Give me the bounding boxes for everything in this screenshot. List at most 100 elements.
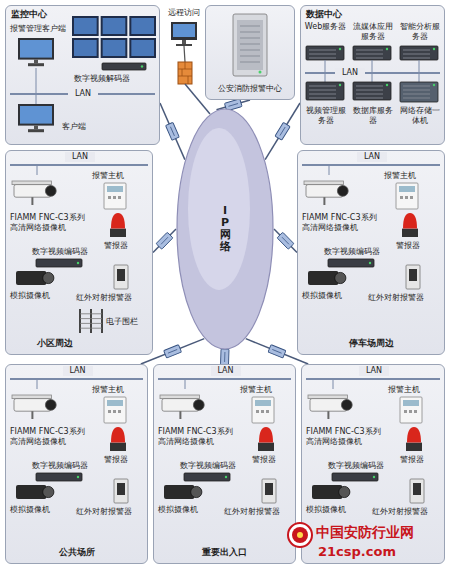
network-switch	[220, 349, 229, 365]
node-text: LAN	[63, 366, 93, 376]
node-text: 公共场所	[6, 547, 147, 558]
node-text: 数据库服务器	[349, 106, 396, 126]
server-slot	[309, 86, 336, 87]
ir-detector	[114, 479, 128, 503]
alarm-center-server	[233, 14, 267, 76]
server-slot	[240, 44, 260, 45]
network-link	[160, 103, 185, 160]
lan-drop	[325, 73, 326, 82]
switch-body	[164, 345, 182, 358]
area-panel: LAN报警主机FIAMM FNC-C3系列 高清网络摄像机数字视频编码器警报器模…	[5, 150, 153, 355]
video-encoder	[184, 473, 230, 481]
server-unit	[353, 46, 391, 60]
video-wall-image	[74, 40, 97, 56]
node-text: 红外对射报警器	[224, 507, 294, 517]
server-slot	[356, 86, 383, 87]
network-link	[265, 103, 300, 160]
alarm-key	[108, 196, 111, 199]
server-slot	[356, 90, 383, 91]
fence-wire	[80, 318, 102, 319]
ir-window	[413, 483, 421, 495]
video-encoder	[332, 473, 378, 481]
video-encoder	[36, 473, 82, 481]
video-wall-image	[74, 18, 97, 34]
alarm-display	[403, 400, 419, 406]
video-wall-screen	[129, 16, 156, 36]
node-text: 数据中心	[306, 9, 366, 20]
node-text: LAN	[68, 89, 98, 99]
status-led	[77, 476, 79, 478]
alarm-key	[409, 410, 412, 413]
camera-lens	[337, 186, 348, 197]
server-slot	[240, 62, 260, 63]
lan-bus	[306, 378, 440, 380]
server-slot	[403, 90, 430, 91]
camera-mount	[327, 411, 329, 419]
switch-port-row	[228, 104, 238, 107]
server-slot	[403, 98, 430, 99]
ir-window	[117, 483, 125, 495]
fence-wire	[80, 323, 102, 324]
node-text: 模拟摄像机	[10, 505, 72, 515]
switch-body	[166, 122, 180, 140]
node-text: 报警主机	[388, 385, 438, 395]
video-wall-screen	[101, 16, 128, 36]
node-text: 报警管理客户端	[10, 24, 72, 34]
status-led	[433, 48, 435, 50]
alarm-key	[261, 410, 264, 413]
video-wall-screen	[101, 38, 128, 58]
server-slot	[403, 86, 430, 87]
camera-shade	[12, 181, 52, 185]
node-text: 公安消防报警中心	[206, 84, 294, 94]
camera-lens	[193, 400, 204, 411]
server-slot	[309, 98, 336, 99]
lan-bus	[158, 378, 291, 380]
node-text: 数字视频编码器	[324, 247, 394, 257]
fence-post	[79, 309, 81, 333]
alarm-display	[107, 400, 123, 406]
node-text: 监控中心	[11, 9, 71, 20]
alarm-key	[256, 410, 259, 413]
pc-stand	[34, 126, 38, 130]
alarm-key	[266, 410, 269, 413]
area-panel: 监控中心报警管理客户端数字视频解码器LAN客户端	[5, 5, 160, 145]
status-led	[373, 476, 375, 478]
alarm-host	[400, 397, 422, 423]
switch-body	[275, 122, 290, 140]
status-led	[369, 262, 371, 264]
analog-camera-body	[16, 271, 46, 285]
alarm-key	[404, 410, 407, 413]
alarm-key	[400, 196, 403, 199]
server-slot	[309, 50, 336, 51]
siren-base	[110, 443, 126, 451]
node-text: FIAMM FNC-C3系列 高清网络摄像机	[302, 213, 384, 233]
alarm-display	[399, 186, 415, 192]
ir-detector	[410, 479, 424, 503]
status-led	[339, 84, 341, 86]
network-link	[274, 229, 297, 253]
server-slot	[240, 26, 260, 27]
lan-drop	[372, 60, 373, 73]
pc-screen	[20, 40, 52, 58]
node-text: 停车场周边	[298, 338, 444, 349]
alarm-key	[118, 196, 121, 199]
analog-camera-lens	[43, 272, 54, 283]
server-unit	[306, 46, 344, 60]
switch-port-row	[224, 352, 225, 362]
lan-bus	[302, 164, 440, 166]
node-text: 报警主机	[384, 171, 434, 181]
server-unit	[353, 82, 391, 100]
node-text: LAN	[65, 152, 95, 162]
server-slot	[403, 54, 430, 55]
server-slot	[309, 54, 336, 55]
analog-camera-body	[312, 485, 342, 499]
pc-base	[28, 63, 44, 66]
status-led	[339, 48, 341, 50]
emblem-star	[297, 532, 303, 538]
status-led	[386, 84, 388, 86]
video-wall-screen	[129, 38, 156, 58]
siren-dome	[259, 427, 273, 443]
area-panel: 数据中心Web服务器流媒体应用服务器智能分析服务器LAN视频管理服务器数据库服务…	[300, 5, 445, 145]
switch-port-row	[280, 127, 285, 136]
pc-base	[28, 129, 44, 132]
